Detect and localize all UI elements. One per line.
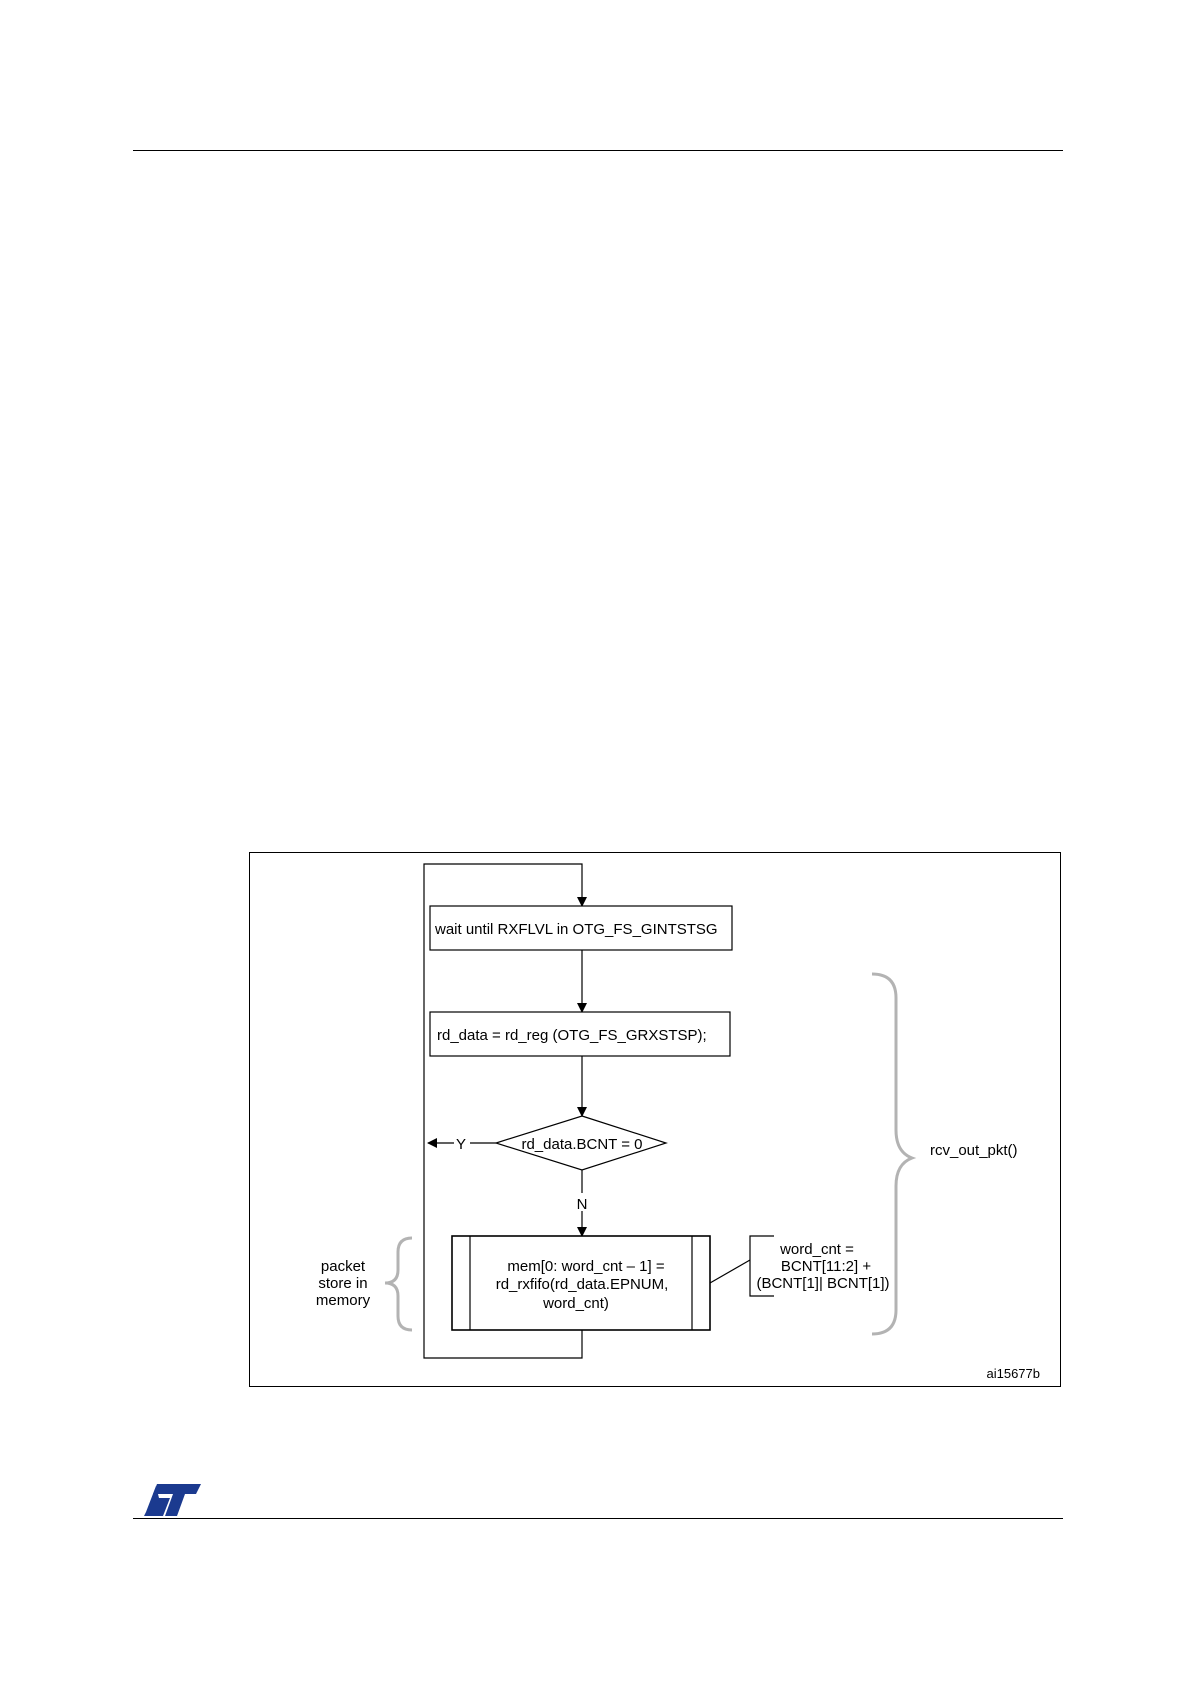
- yes-label: Y: [456, 1136, 466, 1153]
- packet-label-line1: packet: [321, 1258, 366, 1275]
- read-label: rd_data = rd_reg (OTG_FS_GRXSTSP);: [437, 1027, 707, 1044]
- store-label-line2: rd_rxfifo(rd_data.EPNUM,: [496, 1276, 669, 1293]
- function-label: rcv_out_pkt(): [930, 1142, 1018, 1159]
- store-label-line3: word_cnt): [542, 1295, 609, 1312]
- word-cnt-line1: word_cnt =: [779, 1241, 854, 1258]
- word-cnt-line2: BCNT[11:2] +: [781, 1258, 871, 1275]
- packet-label-line3: memory: [316, 1292, 371, 1309]
- word-cnt-line3: (BCNT[1]| BCNT[1]): [756, 1275, 889, 1292]
- word-cnt-connector: [710, 1260, 750, 1283]
- decision-label: rd_data.BCNT = 0: [521, 1136, 642, 1153]
- no-label: N: [577, 1196, 588, 1213]
- packet-brace: [385, 1238, 412, 1330]
- packet-label-line2: store in: [318, 1275, 367, 1292]
- footer-rule: [133, 1518, 1063, 1519]
- st-logo-icon: [143, 1482, 203, 1518]
- store-label-line1: mem[0: word_cnt – 1] =: [507, 1258, 664, 1275]
- wait-label: wait until RXFLVL in OTG_FS_GINTSTSG: [434, 921, 718, 938]
- figure-id: ai15677b: [987, 1366, 1041, 1381]
